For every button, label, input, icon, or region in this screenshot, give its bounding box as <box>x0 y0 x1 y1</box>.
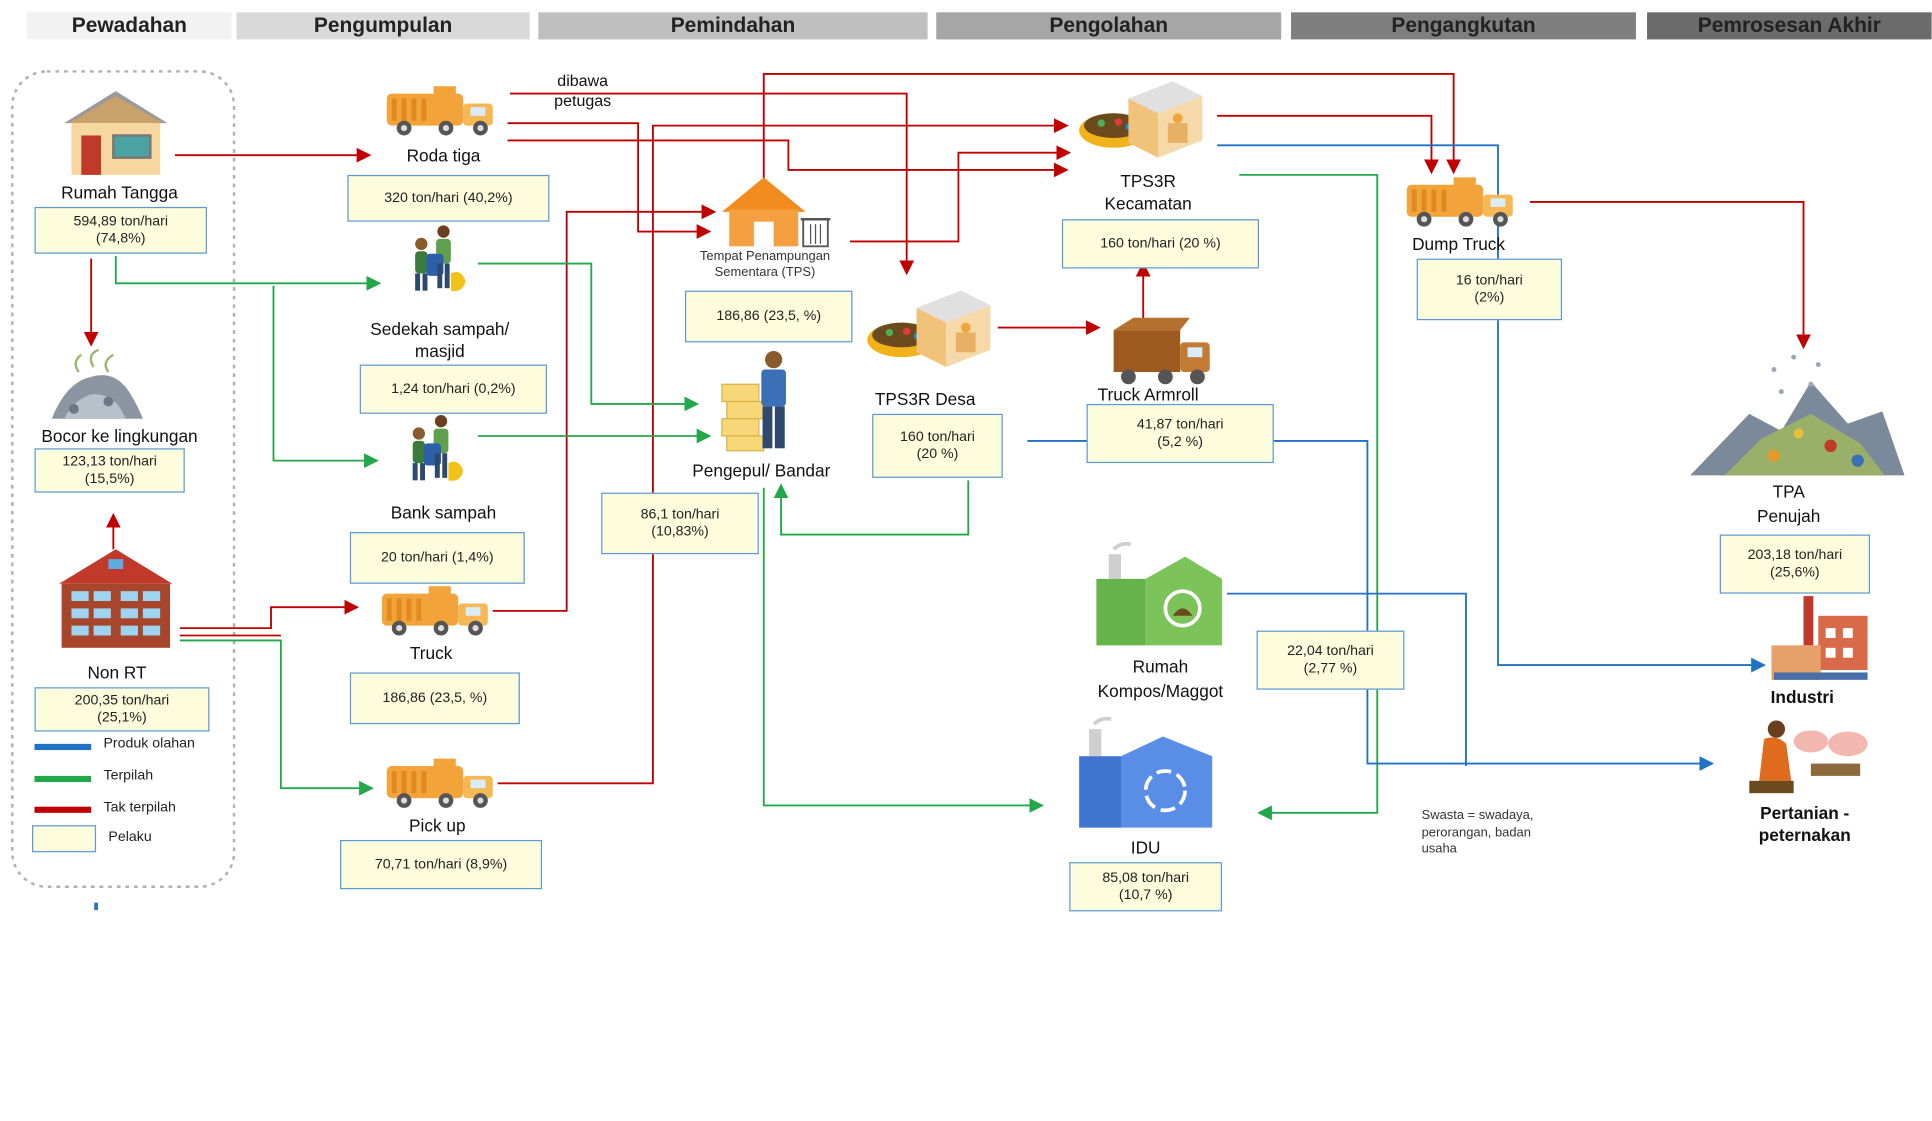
garbage-pile-icon <box>51 348 143 419</box>
label-non-rt: Non RT <box>87 662 147 683</box>
label-industri: Industri <box>1770 687 1834 707</box>
header-pengangkutan: Pengangkutan <box>1291 12 1636 40</box>
legend-tak-terpilah-swatch <box>34 806 92 813</box>
compost-house-icon <box>1096 541 1223 646</box>
pickup-truck-icon <box>386 758 493 808</box>
header-pemrosesan-akhir: Pemrosesan Akhir <box>1647 12 1932 40</box>
value-tps: 186,86 (23,5, %) <box>684 290 853 343</box>
label-pick-up: Pick up <box>409 815 466 836</box>
value-truck-armroll: 41,87 ton/hari (5,2 %) <box>1086 403 1274 464</box>
value-dump-truck: 16 ton/hari (2%) <box>1416 258 1563 321</box>
label-sedekah: Sedekah sampah/ masjid <box>370 318 510 362</box>
header-pewadahan: Pewadahan <box>27 12 232 40</box>
label-dump-truck: Dump Truck <box>1412 234 1506 254</box>
idu-recycle-icon <box>1079 716 1213 828</box>
legend-pelaku-swatch <box>32 825 97 853</box>
legend-produk-olahan-swatch <box>34 743 92 751</box>
value-pick-up: 70,71 ton/hari (8,9%) <box>340 839 543 890</box>
bank-sampah-people-icon <box>412 415 464 481</box>
note-swasta: Swasta = swadaya, perorangan, badan usah… <box>1421 807 1534 857</box>
label-pertanian: Pertanian - peternakan <box>1758 803 1851 845</box>
label-rumah-tangga: Rumah Tangga <box>61 182 178 202</box>
label-tpa: TPA Penujah <box>1757 481 1821 526</box>
label-tps3r-kecamatan: TPS3R Kecamatan <box>1104 171 1192 214</box>
value-roda-tiga: 320 ton/hari (40,2%) <box>347 174 550 222</box>
tps3r-kecamatan-icon <box>1079 81 1203 158</box>
value-tps3r-desa: 160 ton/hari (20 %) <box>872 413 1003 478</box>
label-idu: IDU <box>1130 837 1161 858</box>
legend-produk-olahan: Produk olahan <box>103 736 195 752</box>
dump-truck-icon <box>1406 177 1513 227</box>
header-pengumpulan: Pengumpulan <box>236 12 530 40</box>
landfill-icon <box>1690 354 1905 476</box>
roda-tiga-truck-icon <box>386 86 493 136</box>
label-bank-sampah: Bank sampah <box>390 502 497 523</box>
label-pengepul: Pengepul/ Bandar <box>692 460 831 481</box>
building-icon <box>59 549 173 648</box>
armroll-truck-icon <box>1113 317 1210 385</box>
legend-terpilah-swatch <box>34 775 92 783</box>
value-bank-sampah: 20 ton/hari (1,4%) <box>349 532 525 584</box>
label-truck-armroll: Truck Armroll <box>1097 384 1199 404</box>
value-pengepul: 86,1 ton/hari (10,83%) <box>601 492 759 555</box>
value-tpa: 203,18 ton/hari (25,6%) <box>1719 534 1871 594</box>
house-icon <box>64 91 168 175</box>
label-dibawa-petugas: dibawa petugas <box>554 71 612 110</box>
flow-diagram <box>11 70 1905 911</box>
header-pengolahan: Pengolahan <box>936 12 1282 40</box>
value-tps3r-kecamatan: 160 ton/hari (20 %) <box>1061 219 1260 269</box>
value-bocor: 123,13 ton/hari (15,5%) <box>34 448 185 493</box>
label-truck: Truck <box>409 642 453 663</box>
value-rumah-tangga: 594,89 ton/hari (74,8%) <box>34 206 207 254</box>
legend-tak-terpilah: Tak terpilah <box>103 800 176 816</box>
label-bocor: Bocor ke lingkungan <box>41 426 198 446</box>
value-truck: 186,86 (23,5, %) <box>349 672 520 725</box>
label-roda-tiga: Roda tiga <box>406 145 481 166</box>
value-idu: 85,08 ton/hari (10,7 %) <box>1069 862 1223 912</box>
label-tps: Tempat Penampungan Sementara (TPS) <box>699 248 831 280</box>
tps3r-desa-icon <box>867 290 991 368</box>
label-rumah-kompos: Rumah Kompos/Maggot <box>1097 656 1224 701</box>
legend-pelaku: Pelaku <box>108 830 152 845</box>
value-rumah-kompos: 22,04 ton/hari (2,77 %) <box>1256 630 1405 690</box>
pengepul-icon <box>721 351 786 452</box>
tps-icon <box>721 177 831 248</box>
legend-terpilah: Terpilah <box>103 768 154 784</box>
factory-icon <box>1771 596 1868 680</box>
label-tps3r-desa: TPS3R Desa <box>874 389 976 409</box>
header-pemindahan: Pemindahan <box>538 12 928 40</box>
sedekah-people-icon <box>415 225 466 292</box>
truck-icon <box>381 586 488 636</box>
value-sedekah: 1,24 ton/hari (0,2%) <box>359 364 547 414</box>
farmer-icon <box>1749 720 1868 794</box>
value-non-rt: 200,35 ton/hari (25,1%) <box>34 687 210 732</box>
